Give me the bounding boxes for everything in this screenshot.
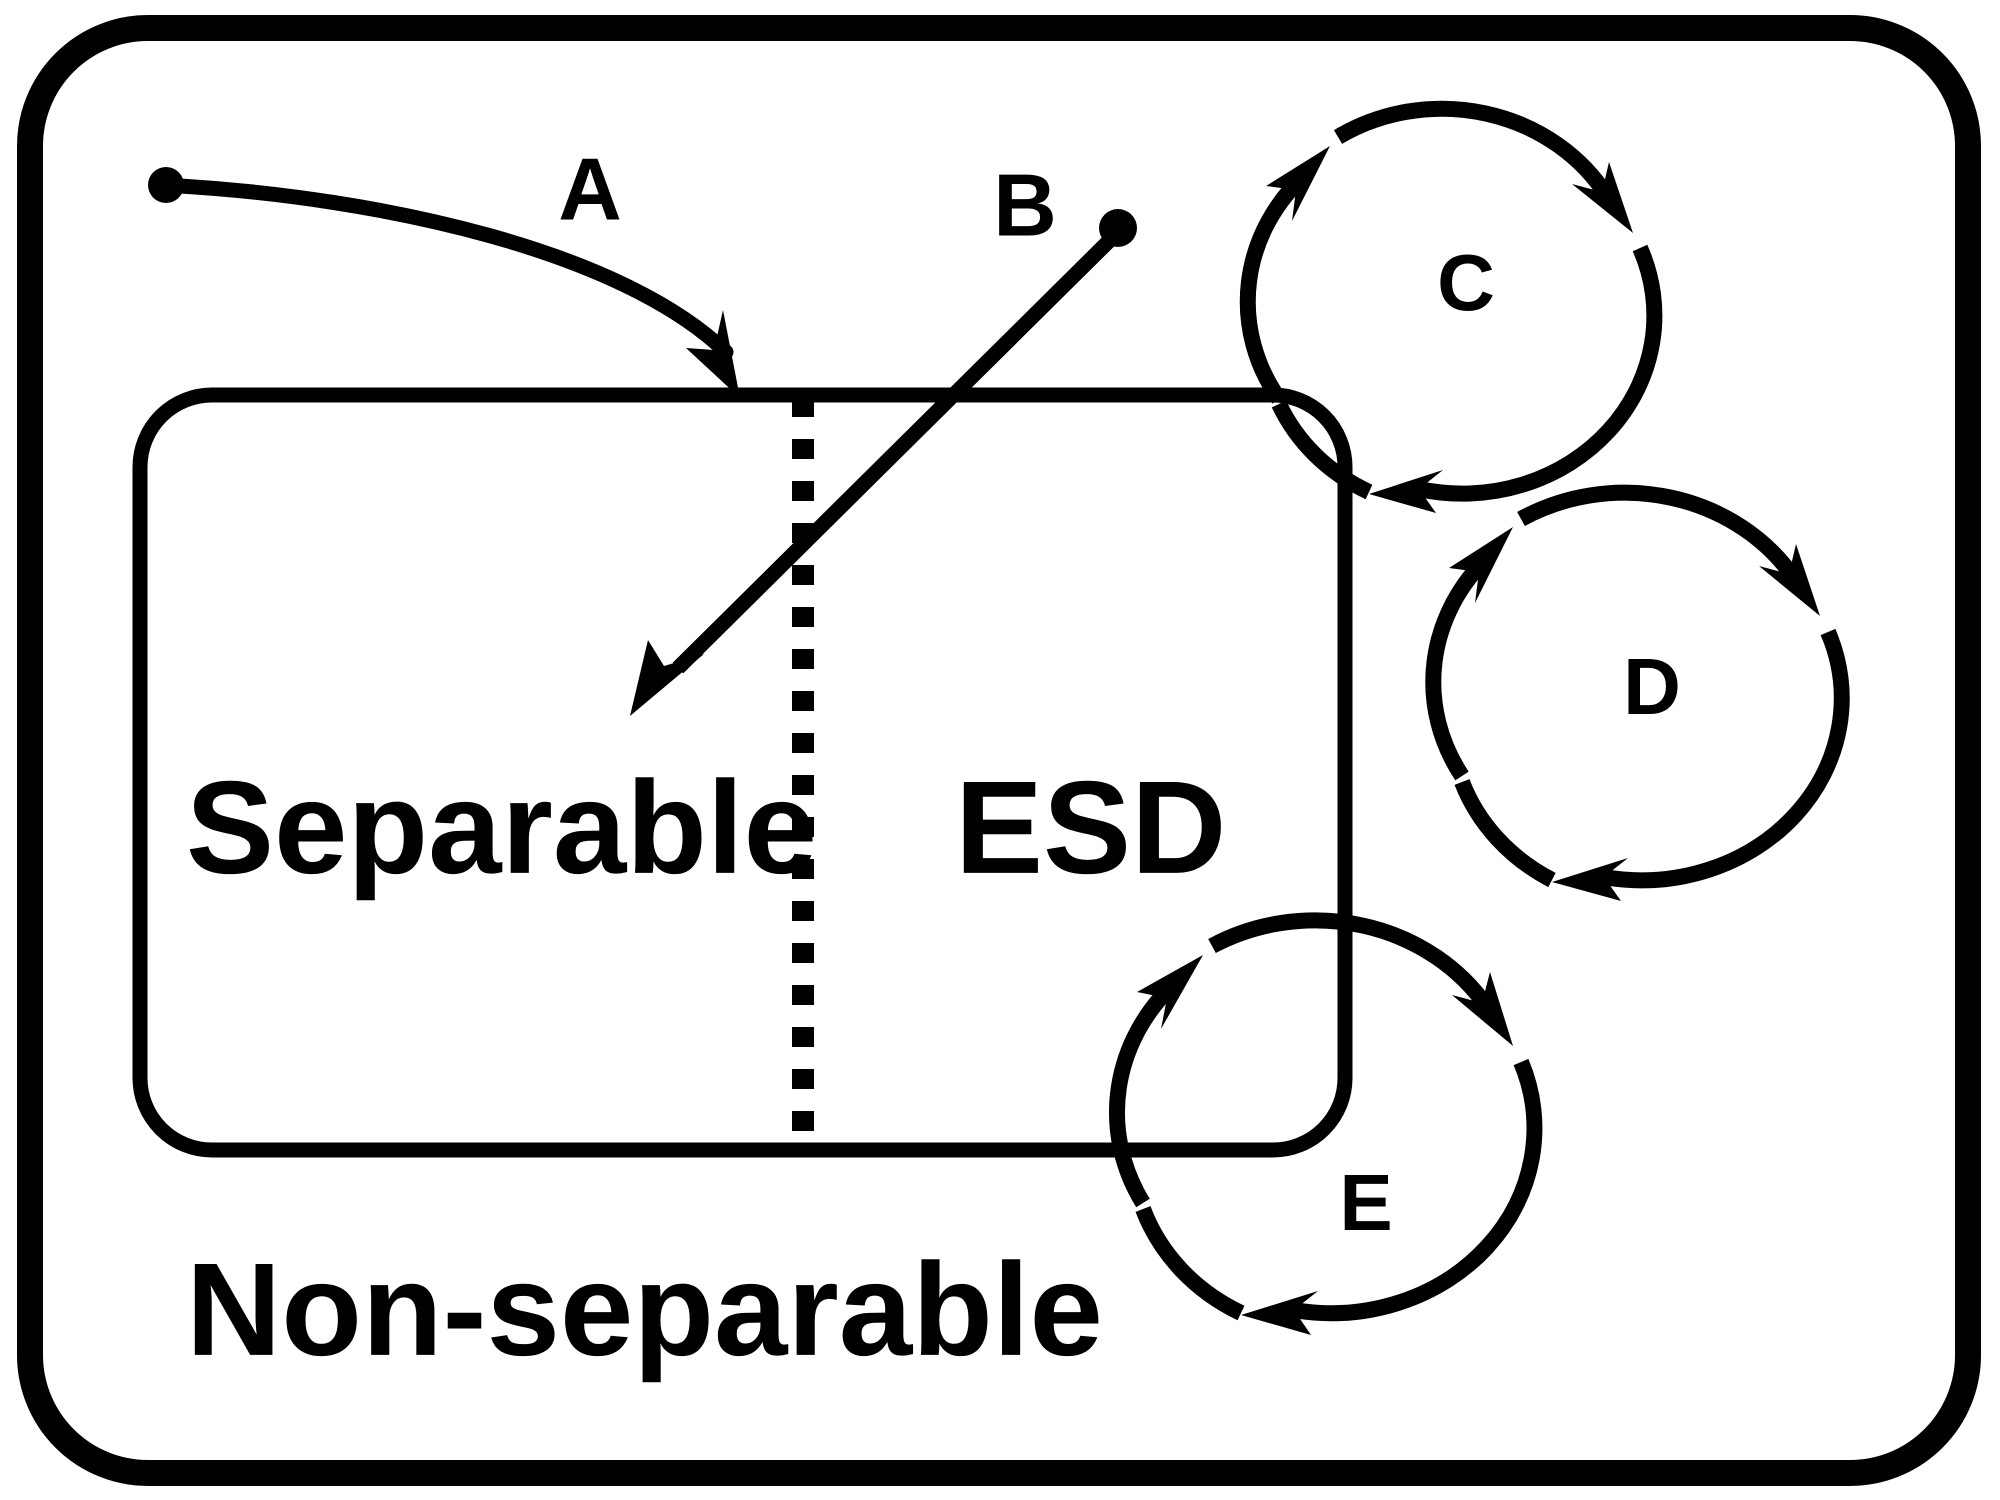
loop-c-arc-3 <box>1417 244 1663 502</box>
loop-e-label: E <box>1339 1158 1392 1247</box>
loop-e-arc-1 <box>1108 976 1182 1208</box>
loop-d-arrowhead-2 <box>1759 544 1820 616</box>
loop-d-arc-4 <box>1454 779 1556 888</box>
loop-d-arrowhead-3 <box>1552 858 1628 901</box>
non-separable-label: Non-separable <box>186 1236 1103 1383</box>
marker-a-dot <box>148 167 184 203</box>
marker-a-curve <box>172 178 734 360</box>
marker-b-line <box>672 234 1116 674</box>
marker-b-dot <box>1099 209 1137 247</box>
marker-b-label: B <box>993 155 1057 254</box>
loop-c-arc-2 <box>1333 100 1614 201</box>
inner-boundary-rect <box>132 387 1353 1158</box>
loop-e-arc-4 <box>1135 1206 1245 1321</box>
loop-d-arc-1 <box>1425 550 1495 781</box>
loop-e-arrowhead-2 <box>1452 972 1513 1046</box>
loop-d-arc-2 <box>1517 484 1801 583</box>
loop-d-group: D <box>1425 484 1850 901</box>
marker-a-group <box>148 167 740 398</box>
loop-d-arrowhead-1 <box>1449 527 1513 603</box>
loop-c-arrowhead-3 <box>1369 470 1443 513</box>
outer-boundary-rect <box>17 15 1981 1486</box>
loop-d-label: D <box>1623 642 1681 731</box>
marker-a-label: A <box>558 139 622 238</box>
loop-c-group: C <box>1239 100 1663 513</box>
loop-e-arrowhead-1 <box>1137 955 1203 1029</box>
loop-e-arrowhead-3 <box>1241 1291 1318 1335</box>
esd-label: ESD <box>955 754 1226 901</box>
loop-c-arc-4 <box>1271 400 1373 500</box>
loop-c-arc-1 <box>1239 168 1312 404</box>
marker-b-arrowhead <box>630 640 704 716</box>
marker-a-arrowhead <box>686 310 740 398</box>
loop-c-label: C <box>1437 238 1495 327</box>
loop-c-arrowhead-2 <box>1572 162 1633 233</box>
marker-b-group <box>630 209 1137 716</box>
loop-e-arc-2 <box>1208 912 1494 1012</box>
loop-d-arc-3 <box>1602 628 1850 889</box>
separable-label: Separable <box>186 754 817 901</box>
loop-e-arc-3 <box>1292 1058 1543 1322</box>
loop-e-group: E <box>1108 912 1543 1335</box>
loop-c-arrowhead-1 <box>1266 146 1330 221</box>
